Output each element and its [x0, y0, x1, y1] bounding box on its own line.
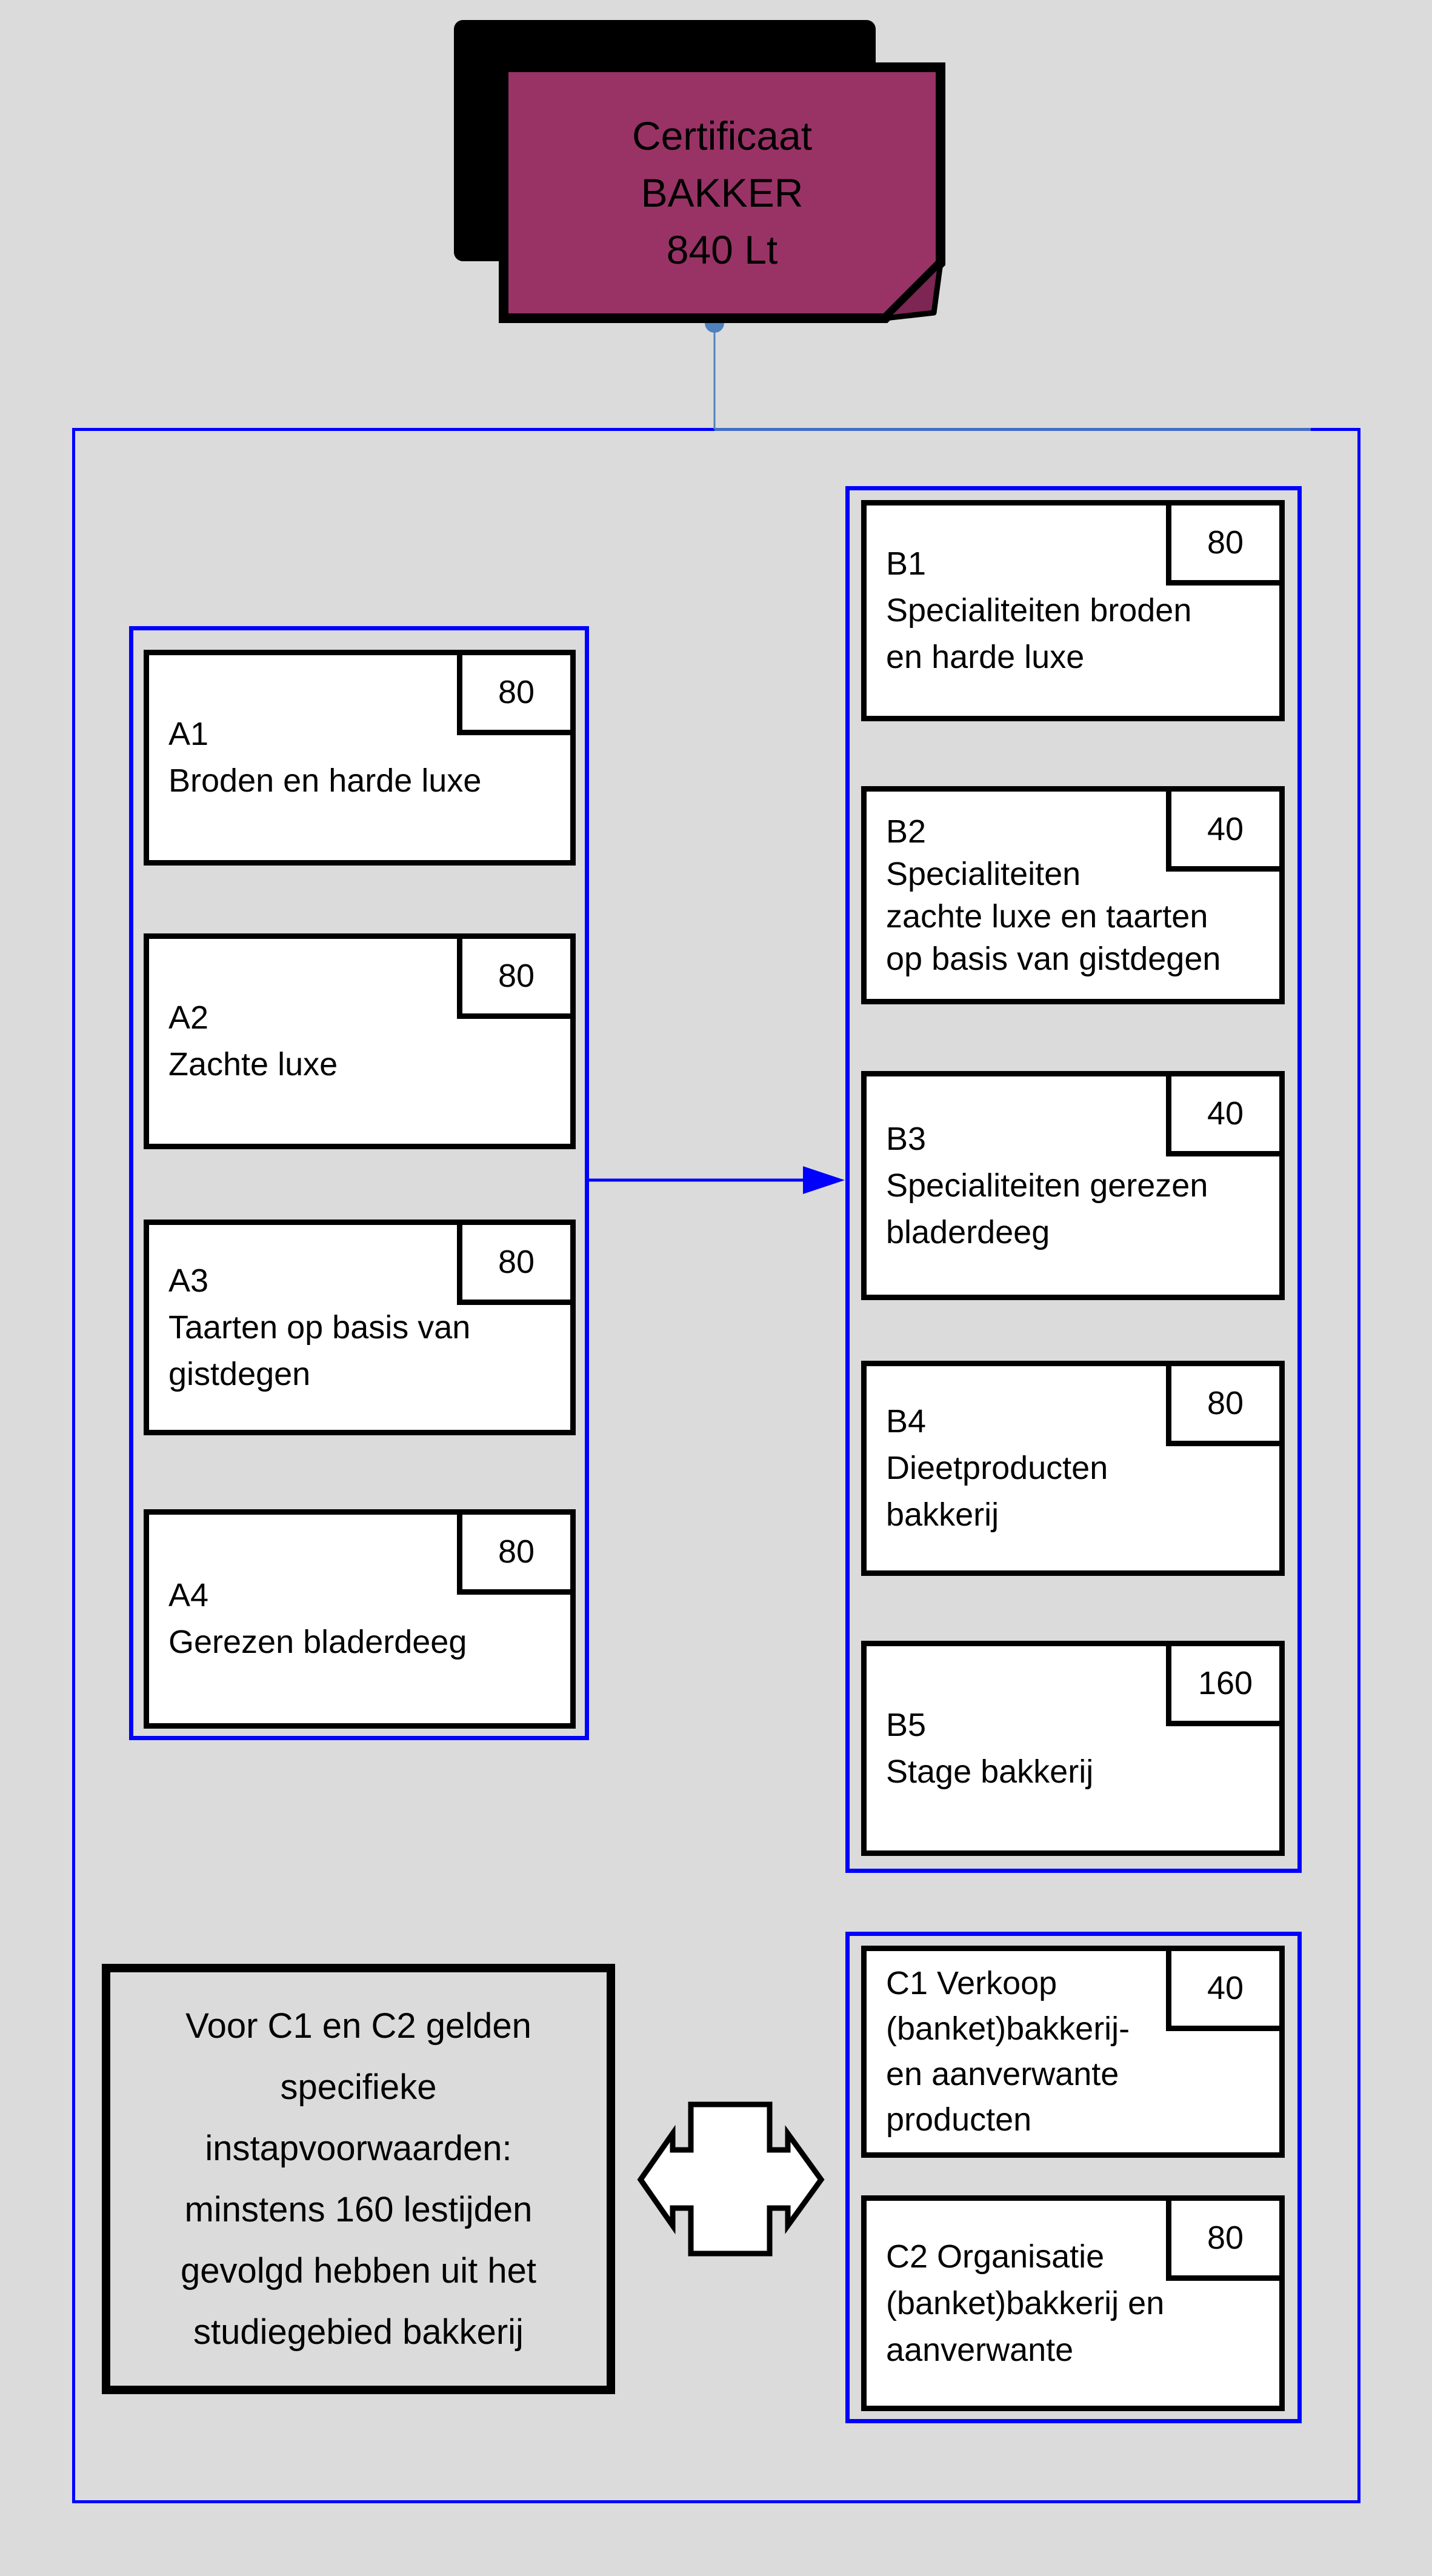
module-line: bladerdeeg: [886, 1213, 1050, 1250]
module-line: B2: [886, 813, 927, 850]
module-label: A1 Broden en harde luxe: [168, 711, 564, 804]
module-box-b3: 40 B3 Specialiteiten gerezen bladerdeeg: [861, 1071, 1285, 1300]
certificate-title: Certificaat BAKKER 840 Lt: [499, 62, 945, 322]
module-line: (banket)bakkerij-: [886, 2010, 1130, 2047]
module-box-b1: 80 B1 Specialiteiten broden en harde lux…: [861, 500, 1285, 721]
module-box-a4: 80 A4 Gerezen bladerdeeg: [144, 1509, 576, 1729]
hours-badge: 80: [457, 1509, 576, 1595]
module-box-b5: 160 B5 Stage bakkerij: [861, 1641, 1285, 1856]
hours-badge: 80: [457, 1220, 576, 1305]
module-line: Zachte luxe: [168, 1046, 338, 1083]
module-box-b2: 40 B2 Specialiteiten zachte luxe en taar…: [861, 786, 1285, 1004]
module-line: Specialiteiten: [886, 856, 1081, 892]
module-line: Specialiteiten broden: [886, 592, 1192, 629]
module-line: Specialiteiten gerezen: [886, 1167, 1208, 1204]
hours-value: 80: [498, 1533, 535, 1570]
certificate-title-line: BAKKER: [641, 170, 804, 215]
group-frame-b: [845, 486, 1302, 1873]
module-line: C1 Verkoop: [886, 1965, 1057, 2001]
note-line: specifieke: [280, 2067, 437, 2107]
module-label: A2 Zachte luxe: [168, 995, 564, 1088]
module-label: B4 Dieetproducten bakkerij: [886, 1398, 1273, 1538]
module-box-a1: 80 A1 Broden en harde luxe: [144, 650, 576, 866]
module-line: B3: [886, 1120, 927, 1157]
module-line: op basis van gistdegen: [886, 941, 1221, 977]
module-label: B5 Stage bakkerij: [886, 1702, 1273, 1795]
module-line: en aanverwante: [886, 2056, 1119, 2092]
module-line: Stage bakkerij: [886, 1753, 1094, 1790]
module-line: A4: [168, 1577, 209, 1613]
certificate-title-line: Certificaat: [631, 113, 813, 158]
module-line: B4: [886, 1403, 927, 1440]
module-label: A3 Taarten op basis van gistdegen: [168, 1258, 564, 1398]
hours-badge: 40: [1166, 1946, 1285, 2031]
note-line: instapvoorwaarden:: [205, 2129, 512, 2168]
module-label: A4 Gerezen bladerdeeg: [168, 1572, 564, 1666]
entry-requirements-note: Voor C1 en C2 gelden specifieke instapvo…: [102, 1964, 615, 2394]
module-box-c1: 40 C1 Verkoop (banket)bakkerij- en aanve…: [861, 1946, 1285, 2158]
hours-badge: 40: [1166, 786, 1285, 872]
hours-badge: 160: [1166, 1641, 1285, 1726]
module-box-a2: 80 A2 Zachte luxe: [144, 933, 576, 1149]
note-line: Voor C1 en C2 gelden: [185, 2006, 531, 2046]
hours-badge: 80: [1166, 2195, 1285, 2281]
module-box-c2: 80 C2 Organisatie (banket)bakkerij en aa…: [861, 2195, 1285, 2411]
module-line: B5: [886, 1706, 927, 1743]
hours-badge: 40: [1166, 1071, 1285, 1156]
left-right-arrow-icon: [637, 2101, 825, 2257]
hours-value: 160: [1197, 1665, 1253, 1701]
certificate-title-line: 840 Lt: [666, 227, 778, 272]
module-line: gistdegen: [168, 1355, 311, 1392]
module-label: B2 Specialiteiten zachte luxe en taarten…: [886, 810, 1273, 980]
group-frame-c: [845, 1932, 1302, 2423]
group-frame-a: [129, 626, 589, 1740]
module-line: B1: [886, 546, 927, 582]
hours-badge: 80: [1166, 500, 1285, 586]
note-line: minstens 160 lestijden: [184, 2190, 533, 2229]
module-line: producten: [886, 2101, 1032, 2138]
module-line: (banket)bakkerij en: [886, 2284, 1165, 2321]
connector-overlay-line: [714, 428, 1311, 431]
module-line: zachte luxe en taarten: [886, 898, 1208, 935]
module-line: Dieetproducten: [886, 1450, 1108, 1486]
module-line: A2: [168, 999, 209, 1036]
module-label: C1 Verkoop (banket)bakkerij- en aanverwa…: [886, 1961, 1273, 2143]
hours-value: 40: [1207, 810, 1244, 847]
hours-value: 80: [498, 1244, 535, 1280]
certificate-fold-corner: [882, 260, 944, 321]
hours-value: 80: [1207, 1385, 1244, 1421]
module-line: bakkerij: [886, 1497, 999, 1533]
module-line: A1: [168, 716, 209, 752]
hours-value: 80: [1207, 2220, 1244, 2256]
hours-value: 40: [1207, 1970, 1244, 2006]
module-line: C2 Organisatie: [886, 2238, 1105, 2275]
module-line: Gerezen bladerdeeg: [168, 1624, 467, 1660]
module-label: C2 Organisatie (banket)bakkerij en aanve…: [886, 2234, 1273, 2374]
note-line: studiegebied bakkerij: [193, 2312, 524, 2352]
hours-value: 80: [498, 958, 535, 994]
hours-badge: 80: [1166, 1361, 1285, 1446]
note-line: gevolgd hebben uit het: [181, 2251, 536, 2291]
module-line: Broden en harde luxe: [168, 762, 482, 799]
module-box-b4: 80 B4 Dieetproducten bakkerij: [861, 1361, 1285, 1576]
hours-value: 80: [1207, 524, 1244, 561]
a-to-b-arrowhead-icon: [803, 1166, 845, 1194]
module-line: en harde luxe: [886, 639, 1085, 675]
hours-badge: 80: [457, 933, 576, 1019]
module-line: aanverwante: [886, 2331, 1074, 2368]
module-label: B3 Specialiteiten gerezen bladerdeeg: [886, 1116, 1273, 1256]
hours-badge: 80: [457, 650, 576, 735]
module-line: Taarten op basis van: [168, 1309, 471, 1346]
module-line: A3: [168, 1262, 209, 1299]
module-box-a3: 80 A3 Taarten op basis van gistdegen: [144, 1220, 576, 1435]
hours-value: 80: [498, 674, 535, 710]
module-label: B1 Specialiteiten broden en harde luxe: [886, 541, 1273, 681]
hours-value: 40: [1207, 1095, 1244, 1132]
